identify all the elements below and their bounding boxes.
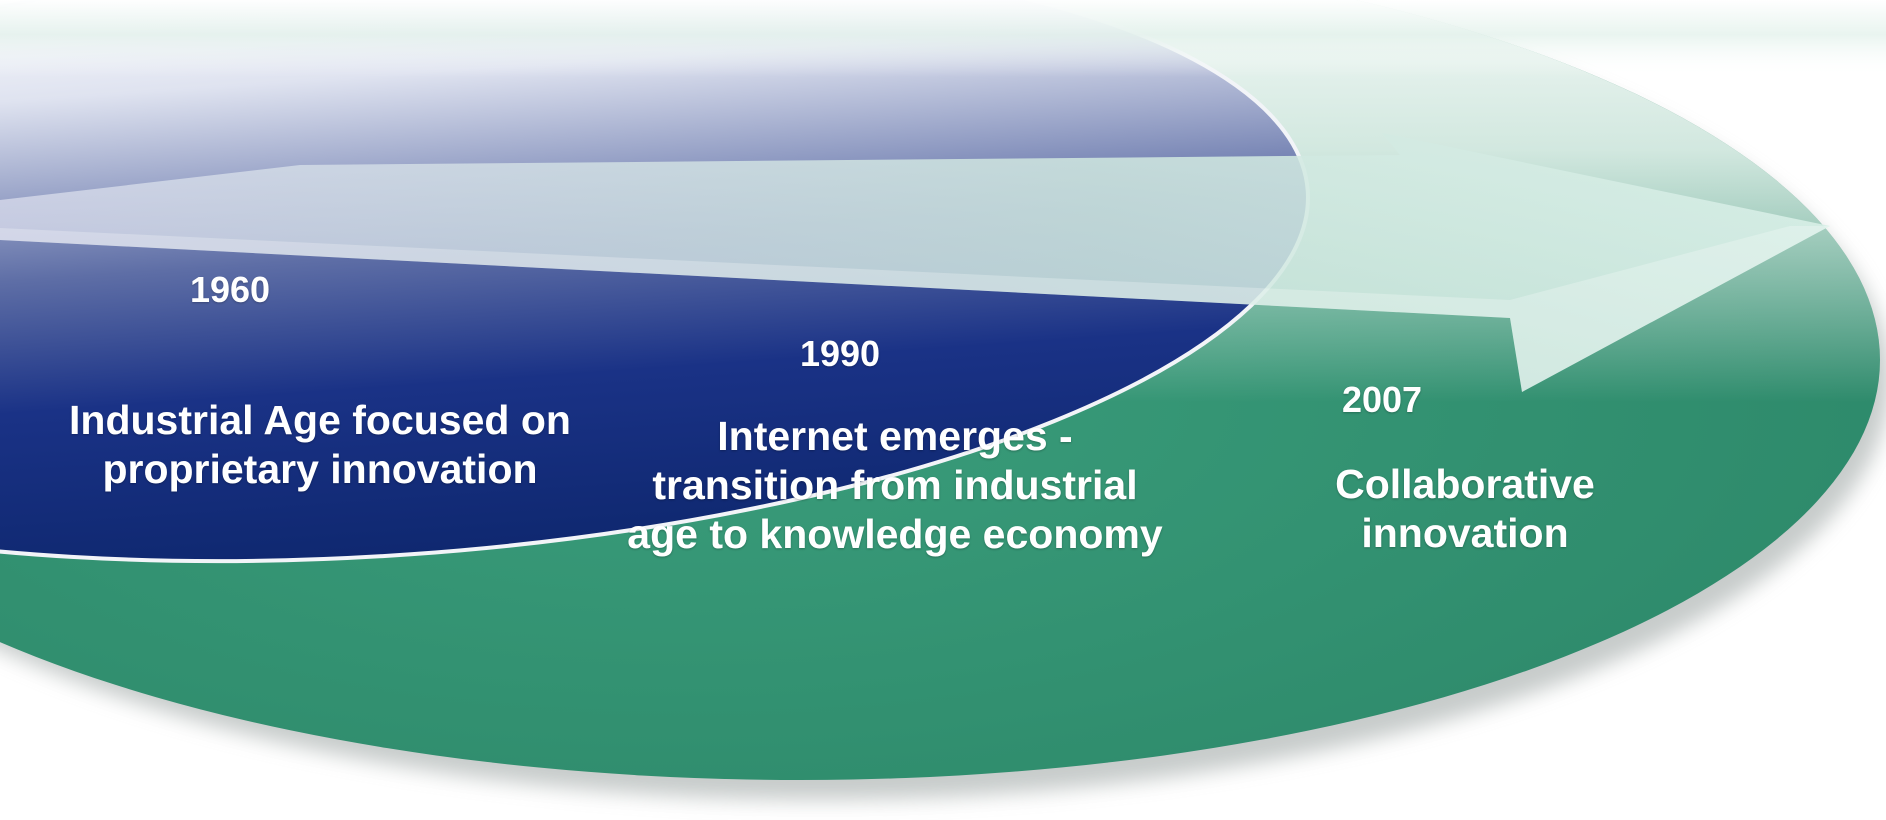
top-haze [0, 0, 1886, 140]
milestone-text-1990: Internet emerges - transition from indus… [627, 413, 1163, 558]
milestone-text-2007: Collaborative innovation [1335, 461, 1595, 557]
milestone-year-1960: 1960 [189, 269, 271, 310]
timeline-arrow-shade [0, 226, 1830, 392]
milestone-text-1960: Industrial Age focused on proprietary in… [69, 397, 571, 493]
milestone-year-1990: 1990 [799, 333, 881, 374]
timeline-arrow [0, 133, 1830, 392]
milestone-year-2007: 2007 [1341, 379, 1423, 420]
